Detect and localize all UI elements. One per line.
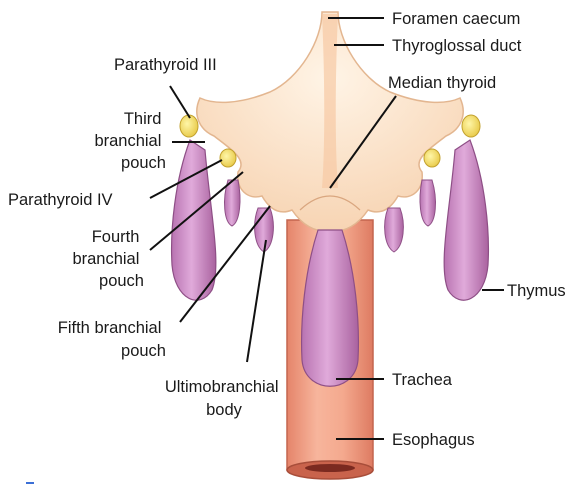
label-parathyroid-iv: Parathyroid IV [8, 191, 113, 209]
label-esophagus: Esophagus [392, 431, 475, 449]
corner-mark [26, 482, 34, 484]
label-third-branchial-pouch: Third branchial pouch [94, 110, 166, 172]
label-thyroglossal-duct: Thyroglossal duct [392, 37, 522, 55]
label-trachea: Trachea [392, 371, 453, 389]
label-ultimobranchial-body: Ultimobranchial body [165, 378, 283, 419]
label-fifth-branchial-pouch: Fifth branchial pouch [58, 319, 166, 360]
label-fourth-branchial-pouch: Fourth branchial pouch [72, 228, 144, 290]
label-foramen-caecum: Foramen caecum [392, 10, 520, 28]
label-parathyroid-iii: Parathyroid III [114, 56, 217, 74]
label-median-thyroid: Median thyroid [388, 74, 496, 92]
label-thymus: Thymus [507, 282, 566, 300]
ultimobranchial-body-leader [247, 240, 266, 362]
parathyroid-iii-leader [170, 86, 190, 118]
